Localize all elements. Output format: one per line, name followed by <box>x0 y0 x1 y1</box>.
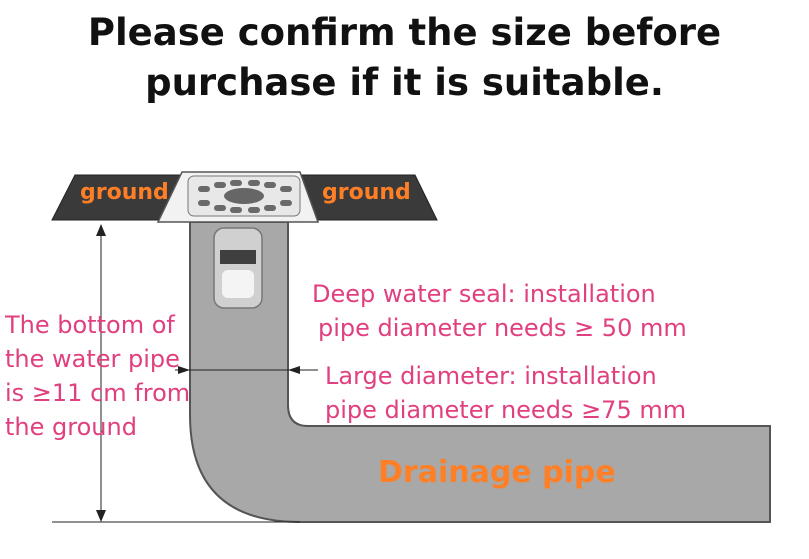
page-title: Please confirm the size before purchase … <box>0 8 809 108</box>
deep-seal-note-line-2: pipe diameter needs ≥ 50 mm <box>318 314 687 342</box>
depth-arrow-top <box>96 224 106 236</box>
depth-note-line-3: is ≥11 cm from <box>5 379 191 407</box>
title-line-2: purchase if it is suitable. <box>145 61 664 104</box>
grate-center-hole <box>224 188 264 204</box>
title-line-1: Please confirm the size before <box>87 11 722 54</box>
grate-slots <box>198 180 292 213</box>
depth-note-line-1: The bottom of <box>5 311 175 339</box>
diameter-arrow-left <box>178 366 190 374</box>
depth-arrow-bottom <box>96 510 106 522</box>
diameter-arrow-right <box>288 366 300 374</box>
water-seal-shine <box>222 270 254 298</box>
large-diameter-note-line-2: pipe diameter needs ≥75 mm <box>325 396 687 424</box>
large-diameter-note-line-1: Large diameter: installation <box>325 362 657 390</box>
deep-seal-note-line-1: Deep water seal: installation <box>312 280 656 308</box>
drainage-pipe-label: Drainage pipe <box>378 455 616 490</box>
depth-note-line-2: the water pipe <box>5 345 180 373</box>
depth-note-line-4: the ground <box>5 413 137 441</box>
ground-label-right: ground <box>322 180 411 205</box>
water-seal-band <box>220 250 256 264</box>
ground-label-left: ground <box>80 180 169 205</box>
